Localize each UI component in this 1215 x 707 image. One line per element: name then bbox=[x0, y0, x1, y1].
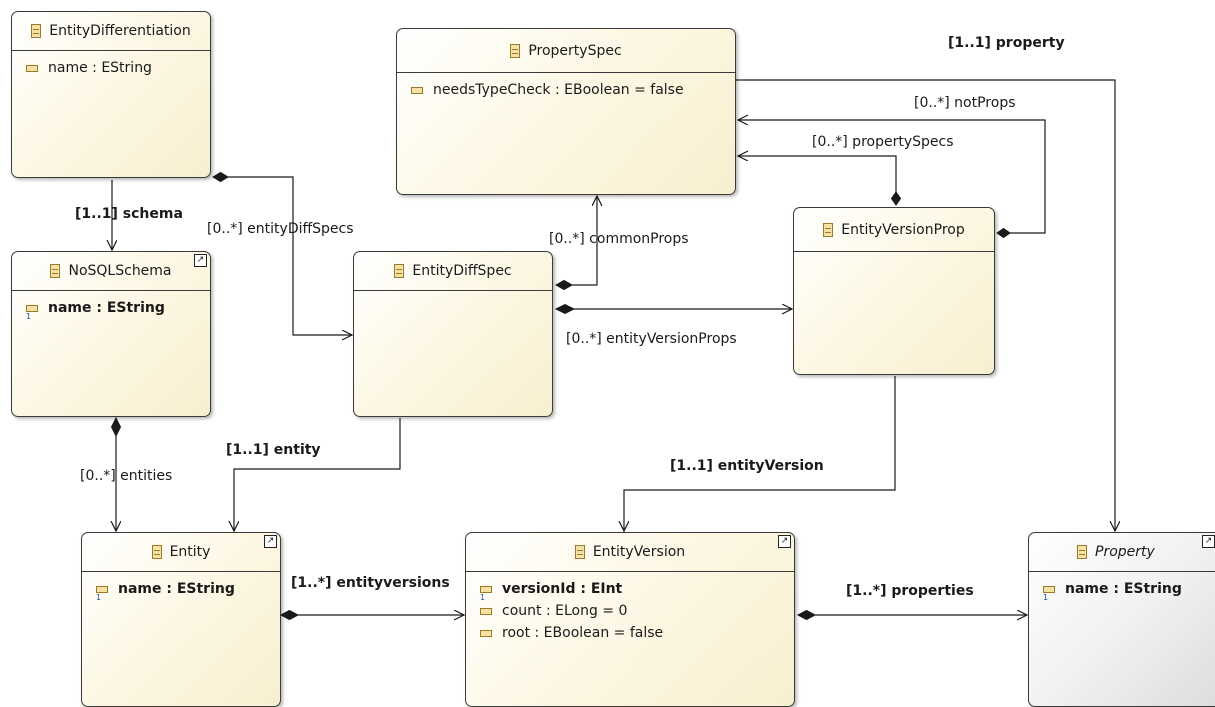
composition-diamond-entityversions bbox=[279, 609, 300, 621]
shortcut-arrow-icon: ↗ bbox=[194, 254, 207, 267]
attribute-label: name : EString bbox=[1065, 581, 1182, 597]
ref-propertyspecs-line bbox=[738, 156, 897, 205]
attribute-row[interactable]: needsTypeCheck : EBoolean = false bbox=[397, 79, 735, 101]
attribute-label: name : EString bbox=[48, 60, 152, 76]
attribute-row[interactable]: count : ELong = 0 bbox=[466, 600, 794, 622]
ref-label-entityversionprops: [0..*] entityVersionProps bbox=[566, 331, 737, 347]
ref-label-entityversion: [1..1] entityVersion bbox=[670, 458, 824, 474]
class-name: Property bbox=[1095, 544, 1155, 560]
eattribute-icon bbox=[480, 629, 492, 637]
class-name: EntityVersion bbox=[592, 544, 686, 560]
shortcut-arrow-icon: ↗ bbox=[264, 535, 277, 548]
attribute-label: needsTypeCheck : EBoolean = false bbox=[433, 82, 684, 98]
eclass-icon bbox=[151, 545, 162, 559]
attribute-row[interactable]: versionId : EInt bbox=[466, 578, 794, 602]
attribute-label: name : EString bbox=[118, 581, 235, 597]
composition-diamond-commonprops bbox=[554, 279, 574, 291]
class-header: EntityDifferentiation bbox=[12, 12, 210, 51]
ref-label-entityversions: [1..*] entityversions bbox=[291, 575, 450, 591]
class-name: EntityDifferentiation bbox=[49, 23, 191, 39]
attribute-label: root : EBoolean = false bbox=[502, 625, 664, 641]
class-property-spec[interactable]: PropertySpec needsTypeCheck : EBoolean =… bbox=[396, 28, 736, 195]
eattribute-icon bbox=[480, 607, 492, 615]
eclass-icon bbox=[31, 24, 42, 38]
id-attribute-icon bbox=[96, 585, 108, 602]
composition-diamond-propertyspecs bbox=[890, 191, 902, 206]
class-name: Entity bbox=[169, 544, 211, 560]
ref-label-commonprops: [0..*] commonProps bbox=[549, 231, 689, 247]
eattribute-icon bbox=[411, 86, 423, 94]
attribute-row[interactable]: root : EBoolean = false bbox=[466, 622, 794, 644]
composition-diamond-entities bbox=[110, 416, 122, 438]
id-attribute-icon bbox=[1043, 585, 1055, 602]
ref-entitydiffspecs-line bbox=[228, 176, 352, 335]
class-entity-version-prop[interactable]: EntityVersionProp bbox=[793, 207, 995, 375]
shortcut-arrow-icon: ↗ bbox=[1202, 535, 1215, 548]
class-header: EntityDiffSpec bbox=[354, 252, 552, 291]
composition-diamond-entityversionprops bbox=[554, 303, 576, 315]
ref-label-propertyspecs: [0..*] propertySpecs bbox=[812, 134, 954, 150]
ref-label-schema: [1..1] schema bbox=[75, 206, 183, 222]
eclass-icon bbox=[1077, 545, 1087, 559]
ref-label-properties: [1..*] properties bbox=[846, 583, 974, 599]
class-header: EntityVersionProp bbox=[794, 208, 994, 252]
class-header: PropertySpec bbox=[397, 29, 735, 73]
ref-label-entity: [1..1] entity bbox=[226, 442, 321, 458]
eclass-icon bbox=[50, 264, 61, 278]
class-entity-differentiation[interactable]: EntityDifferentiation name : EString bbox=[11, 11, 211, 178]
class-header: NoSQLSchema ↗ bbox=[12, 252, 210, 291]
eclass-icon bbox=[574, 545, 585, 559]
eclass-icon bbox=[394, 264, 405, 278]
eattribute-icon bbox=[26, 64, 38, 72]
shortcut-arrow-icon: ↗ bbox=[778, 535, 791, 548]
class-entity[interactable]: Entity ↗ name : EString bbox=[81, 532, 281, 707]
class-entity-diff-spec[interactable]: EntityDiffSpec bbox=[353, 251, 553, 417]
ref-property-line bbox=[736, 79, 1115, 531]
eclass-icon bbox=[823, 222, 834, 237]
composition-diamond-notprops bbox=[996, 227, 1011, 239]
class-property[interactable]: Property ↗ name : EString bbox=[1028, 532, 1215, 707]
attribute-label: name : EString bbox=[48, 300, 165, 316]
ref-notprops-line bbox=[738, 120, 1046, 234]
class-name: EntityDiffSpec bbox=[412, 263, 512, 279]
class-name: PropertySpec bbox=[528, 42, 622, 59]
class-nosql-schema[interactable]: NoSQLSchema ↗ name : EString bbox=[11, 251, 211, 417]
attribute-row[interactable]: name : EString bbox=[82, 578, 280, 602]
class-name: EntityVersionProp bbox=[841, 221, 965, 238]
attribute-row[interactable]: name : EString bbox=[12, 297, 210, 321]
ref-label-notprops: [0..*] notProps bbox=[914, 95, 1016, 111]
attribute-row[interactable]: name : EString bbox=[12, 57, 210, 79]
ref-label-property: [1..1] property bbox=[948, 35, 1065, 51]
class-entity-version[interactable]: EntityVersion ↗ versionId : EInt count :… bbox=[465, 532, 795, 707]
ref-label-entitydiffspecs: [0..*] entityDiffSpecs bbox=[207, 221, 354, 237]
ref-entityversion-line bbox=[624, 376, 896, 531]
ref-entity-line bbox=[234, 418, 401, 531]
ref-label-entities: [0..*] entities bbox=[80, 468, 173, 484]
class-name: NoSQLSchema bbox=[68, 263, 172, 279]
id-attribute-icon bbox=[26, 304, 38, 321]
attribute-label: versionId : EInt bbox=[502, 581, 623, 597]
attribute-row[interactable]: name : EString bbox=[1029, 578, 1215, 602]
eclass-icon bbox=[510, 43, 521, 58]
class-header: Property ↗ bbox=[1029, 533, 1215, 572]
composition-diamond-properties bbox=[796, 609, 817, 621]
id-attribute-icon bbox=[480, 585, 492, 602]
ref-commonprops-line bbox=[572, 196, 597, 286]
attribute-label: count : ELong = 0 bbox=[502, 603, 628, 619]
class-header: Entity ↗ bbox=[82, 533, 280, 572]
class-header: EntityVersion ↗ bbox=[466, 533, 794, 572]
composition-diamond-entitydiffspecs bbox=[212, 171, 229, 183]
